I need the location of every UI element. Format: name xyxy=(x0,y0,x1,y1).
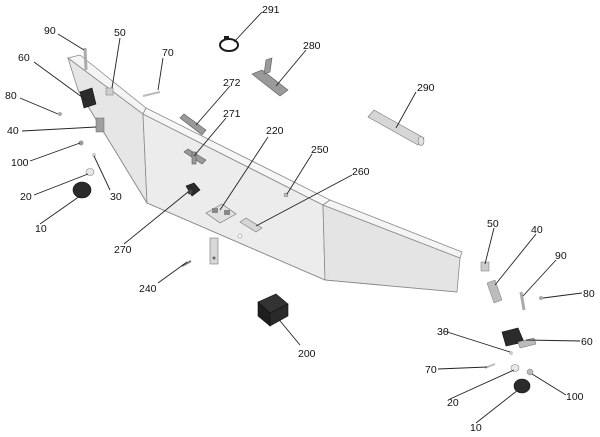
callout-20-left: 20 xyxy=(20,191,32,203)
callout-10-left: 10 xyxy=(35,223,47,235)
callout-220: 220 xyxy=(266,125,284,137)
callout-60-left: 60 xyxy=(18,52,30,64)
callout-260: 260 xyxy=(352,166,370,178)
part-260-connector xyxy=(239,217,263,233)
part-60-bracket-right xyxy=(501,327,537,349)
callout-60-right: 60 xyxy=(581,336,593,348)
part-200-solenoid-valve xyxy=(257,293,289,327)
part-270-fitting xyxy=(185,182,201,197)
part-272-tube xyxy=(179,113,207,136)
callout-40-left: 40 xyxy=(7,125,19,137)
leader-lines xyxy=(19,11,583,424)
callout-240: 240 xyxy=(139,283,157,295)
part-100-nut-left xyxy=(78,140,84,146)
callout-290: 290 xyxy=(417,82,435,94)
callout-291: 291 xyxy=(262,4,280,16)
callout-280: 280 xyxy=(303,40,321,52)
callout-20-right: 20 xyxy=(447,397,459,409)
part-20-washer-left xyxy=(85,168,95,176)
part-50-nut-right xyxy=(480,261,490,272)
callout-100-left: 100 xyxy=(11,157,29,169)
callout-271: 271 xyxy=(223,108,241,120)
callout-50-left: 50 xyxy=(114,27,126,39)
part-220-bracket xyxy=(205,203,237,224)
part-40-fitting-left xyxy=(95,117,105,133)
part-240-plate xyxy=(209,237,219,265)
part-271-tee-fitting xyxy=(183,148,207,165)
callout-70-left: 70 xyxy=(162,47,174,59)
callout-90-left: 90 xyxy=(44,25,56,37)
callout-90-right: 90 xyxy=(555,250,567,262)
part-50-nut-left xyxy=(105,87,114,96)
callout-10-right: 10 xyxy=(470,422,482,434)
callout-30-left: 30 xyxy=(110,191,122,203)
part-60-bracket-left xyxy=(79,87,97,109)
part-10-knob-right xyxy=(513,378,531,394)
part-30-pin-left xyxy=(92,153,96,157)
callout-250: 250 xyxy=(311,144,329,156)
part-80-screw-left xyxy=(58,112,62,116)
callout-200: 200 xyxy=(298,348,316,360)
callout-80-right: 80 xyxy=(583,288,595,300)
part-291-hose-clamp xyxy=(219,36,239,52)
callout-80-left: 80 xyxy=(5,90,17,102)
callout-30-right: 30 xyxy=(437,326,449,338)
callout-70-right: 70 xyxy=(425,364,437,376)
bumper-body xyxy=(67,54,463,293)
part-100-nut-right xyxy=(526,368,534,376)
part-40-fitting-right xyxy=(486,279,503,304)
part-280-tee-fitting xyxy=(251,57,289,97)
callout-272: 272 xyxy=(223,77,241,89)
callout-40-right: 40 xyxy=(531,224,543,236)
part-90-pin-right xyxy=(519,291,526,311)
callout-270: 270 xyxy=(114,244,132,256)
part-10-knob-left xyxy=(72,181,92,199)
part-240-bolt xyxy=(181,260,192,267)
part-20-washer-right xyxy=(510,364,520,372)
callout-labels: 90 50 70 291 280 60 80 272 290 40 271 22… xyxy=(5,4,595,434)
part-80-screw-right xyxy=(539,296,543,300)
callout-100-right: 100 xyxy=(566,391,584,403)
callout-50-right: 50 xyxy=(487,218,499,230)
part-70-pin-left xyxy=(142,91,161,97)
part-90-pin-left xyxy=(83,47,88,71)
